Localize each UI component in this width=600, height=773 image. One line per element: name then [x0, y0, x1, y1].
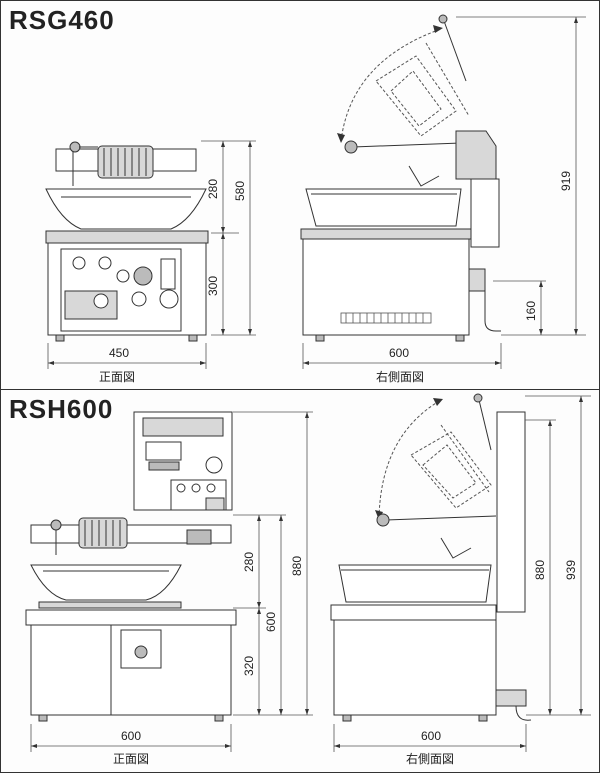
dim-side-width: 600: [389, 346, 409, 360]
counter-top: [25, 609, 237, 626]
rsh600-drawing: 600 正面図 280 320 600 880: [25, 393, 591, 766]
wok: [45, 188, 207, 230]
gas-outlet: [468, 268, 486, 292]
paddle: [408, 165, 440, 187]
side-body: [302, 238, 470, 336]
lever: [478, 399, 492, 451]
dim-side-width: 600: [421, 729, 441, 743]
side-caption: 右側面図: [376, 369, 424, 384]
side-wok: [338, 564, 492, 603]
hose: [515, 705, 532, 721]
side-wok: [305, 188, 462, 227]
side-column: [470, 178, 500, 248]
dim-front-width: 600: [121, 729, 141, 743]
raised-basket-ghost: [410, 424, 492, 509]
rsg460-drawing: 450 正面図 280 300 580: [45, 14, 586, 384]
lever: [443, 20, 467, 82]
door-panel: [120, 629, 162, 669]
stir-arm: [352, 142, 462, 148]
motor-head: [455, 130, 497, 180]
wok: [30, 564, 182, 601]
side-column: [496, 411, 526, 613]
front-view: 450 正面図 280 300 580: [45, 140, 256, 384]
grill: [78, 517, 128, 549]
side-caption: 右側面図: [406, 751, 454, 766]
front-view: 600 正面図 280 320 600 880: [25, 411, 313, 766]
side-view: 600 右側面図 880 939: [330, 393, 591, 766]
side-view: 600 右側面図 160 919: [300, 14, 586, 384]
stir-arm: [385, 515, 497, 521]
faucet-knob: [50, 519, 62, 531]
dim-side-total: 919: [559, 171, 573, 191]
panel-rsg460: RSG460: [0, 0, 600, 390]
paddle: [440, 537, 472, 559]
dim-front-lower: 300: [206, 276, 220, 296]
dim-front-total: 580: [233, 181, 247, 201]
raised-basket-ghost: [375, 42, 470, 137]
front-caption: 正面図: [113, 752, 149, 766]
grill: [97, 145, 154, 179]
model-title: RSH600: [9, 394, 114, 424]
panel-rsh600: RSH600: [0, 389, 600, 773]
vent-slots: [340, 312, 432, 324]
dim-front-upper: 280: [242, 552, 256, 572]
dim-side-outlet: 160: [524, 301, 538, 321]
hose: [484, 291, 501, 332]
dim-front-mid: 600: [264, 612, 278, 632]
model-title: RSG460: [9, 5, 115, 35]
dim-front-width: 450: [109, 346, 129, 360]
dim-side-total: 939: [564, 560, 578, 580]
counter-top: [45, 230, 209, 244]
swing-arc: [378, 399, 442, 519]
faucet-knob: [69, 141, 81, 153]
swing-arc: [340, 28, 442, 142]
dim-front-lower: 320: [242, 656, 256, 676]
gas-outlet: [495, 689, 527, 707]
side-body: [333, 619, 497, 716]
dim-side-inner: 880: [533, 560, 547, 580]
front-caption: 正面図: [99, 370, 135, 384]
dim-front-upper: 280: [206, 179, 220, 199]
dim-front-total: 880: [290, 556, 304, 576]
